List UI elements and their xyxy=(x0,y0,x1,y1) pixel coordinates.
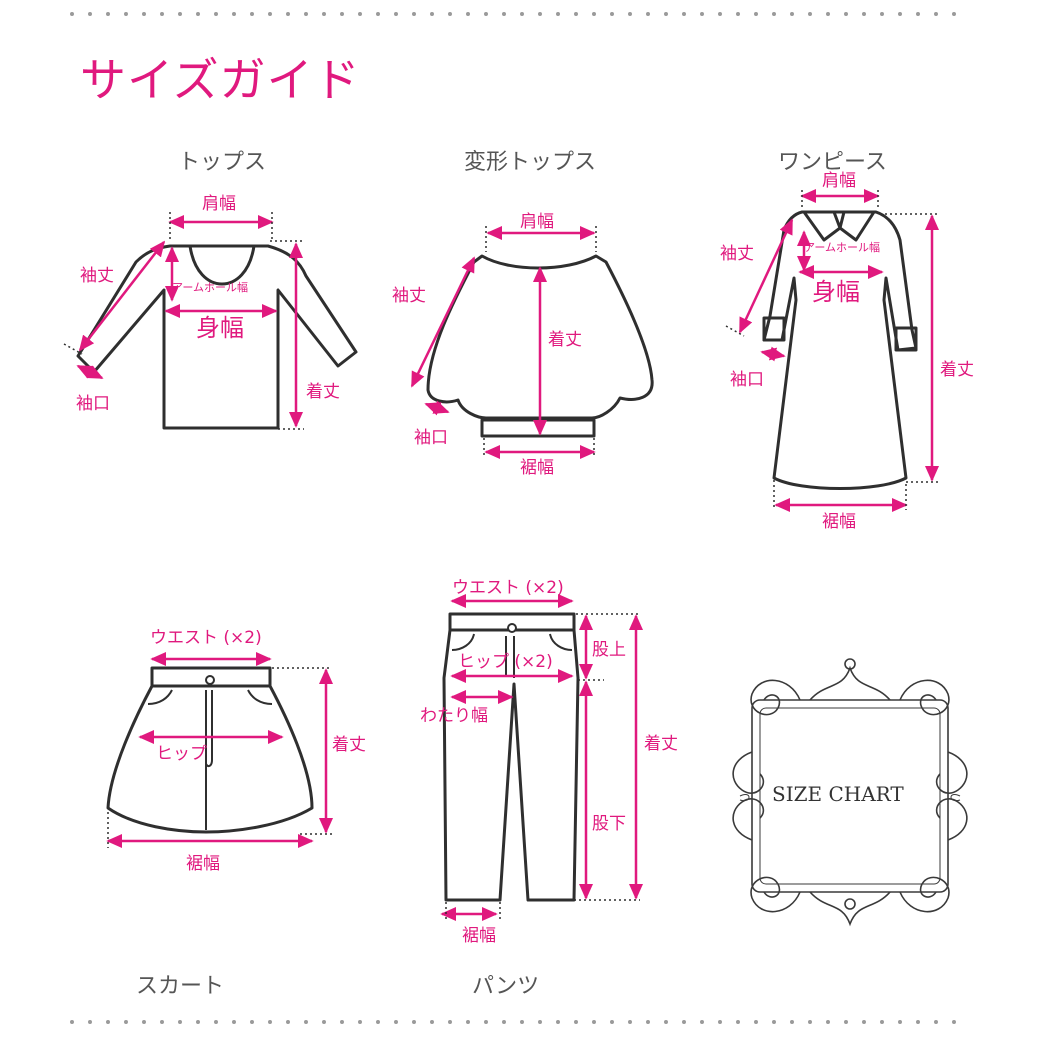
onepiece-hem-label: 裾幅 xyxy=(822,512,856,532)
pants-length-label: 着丈 xyxy=(644,734,678,754)
tops-length-label: 着丈 xyxy=(306,382,340,402)
transform-tops-shoulder-label: 肩幅 xyxy=(520,212,554,232)
tops-armhole-label: アームホール幅 xyxy=(172,281,249,294)
transform-tops-length-label: 着丈 xyxy=(548,330,582,350)
onepiece-length-label: 着丈 xyxy=(940,360,974,380)
pants-thigh-label: わたり幅 xyxy=(420,706,488,726)
category-transform-tops: 変形トップス xyxy=(464,150,597,175)
skirt-hip-label: ヒップ xyxy=(156,744,207,764)
transform-tops-cuff-arrow xyxy=(424,400,450,416)
size-chart-ornament xyxy=(732,658,968,927)
transform-tops-cuff-label: 袖口 xyxy=(414,428,448,448)
pants-waist-label: ウエスト (×2) xyxy=(452,578,564,598)
skirt-illustration xyxy=(106,666,314,834)
transform-tops-sleeve-arrow xyxy=(410,256,476,388)
category-onepiece: ワンピース xyxy=(778,150,887,175)
skirt-length-label: 着丈 xyxy=(332,735,366,755)
pants-hip-label: ヒップ (×2) xyxy=(458,652,553,672)
tops-body-width-label: 身幅 xyxy=(196,314,244,342)
onepiece-dimension-lines xyxy=(725,189,939,512)
onepiece-sleeve-arrow xyxy=(738,218,794,334)
tops-sleeve-label: 袖丈 xyxy=(80,266,114,286)
onepiece-armhole-label: アームホール幅 xyxy=(804,241,881,254)
skirt-waist-label: ウエスト (×2) xyxy=(150,628,262,648)
category-pants: パンツ xyxy=(472,974,540,999)
pants-rise-label: 股上 xyxy=(592,640,626,660)
transform-tops-dimension-lines xyxy=(410,226,597,459)
tops-dimension-lines xyxy=(63,212,304,430)
onepiece-cuff-label: 袖口 xyxy=(730,370,764,390)
tops-cuff-label: 袖口 xyxy=(76,394,110,414)
tops-shoulder-label: 肩幅 xyxy=(202,194,236,214)
transform-tops-sleeve-label: 袖丈 xyxy=(392,286,426,306)
tops-cuff-arrow xyxy=(76,364,104,380)
skirt-hem-label: 裾幅 xyxy=(186,854,220,874)
onepiece-shoulder-label: 肩幅 xyxy=(822,171,856,191)
pants-hem-label: 裾幅 xyxy=(462,926,496,946)
page-title: サイズガイド xyxy=(80,53,361,107)
size-chart-badge-text: SIZE CHART xyxy=(772,782,904,806)
skirt-dimension-lines xyxy=(106,652,333,848)
category-tops: トップス xyxy=(178,150,267,175)
onepiece-sleeve-label: 袖丈 xyxy=(720,244,754,264)
category-skirt: スカート xyxy=(136,974,225,999)
tops-sleeve-arrow xyxy=(78,240,166,352)
pants-inseam-label: 股下 xyxy=(592,814,626,834)
transform-tops-hem-label: 裾幅 xyxy=(520,458,554,478)
onepiece-cuff-arrow xyxy=(760,346,786,362)
pants-dimension-lines xyxy=(440,594,643,921)
onepiece-body-width-label: 身幅 xyxy=(812,278,860,306)
